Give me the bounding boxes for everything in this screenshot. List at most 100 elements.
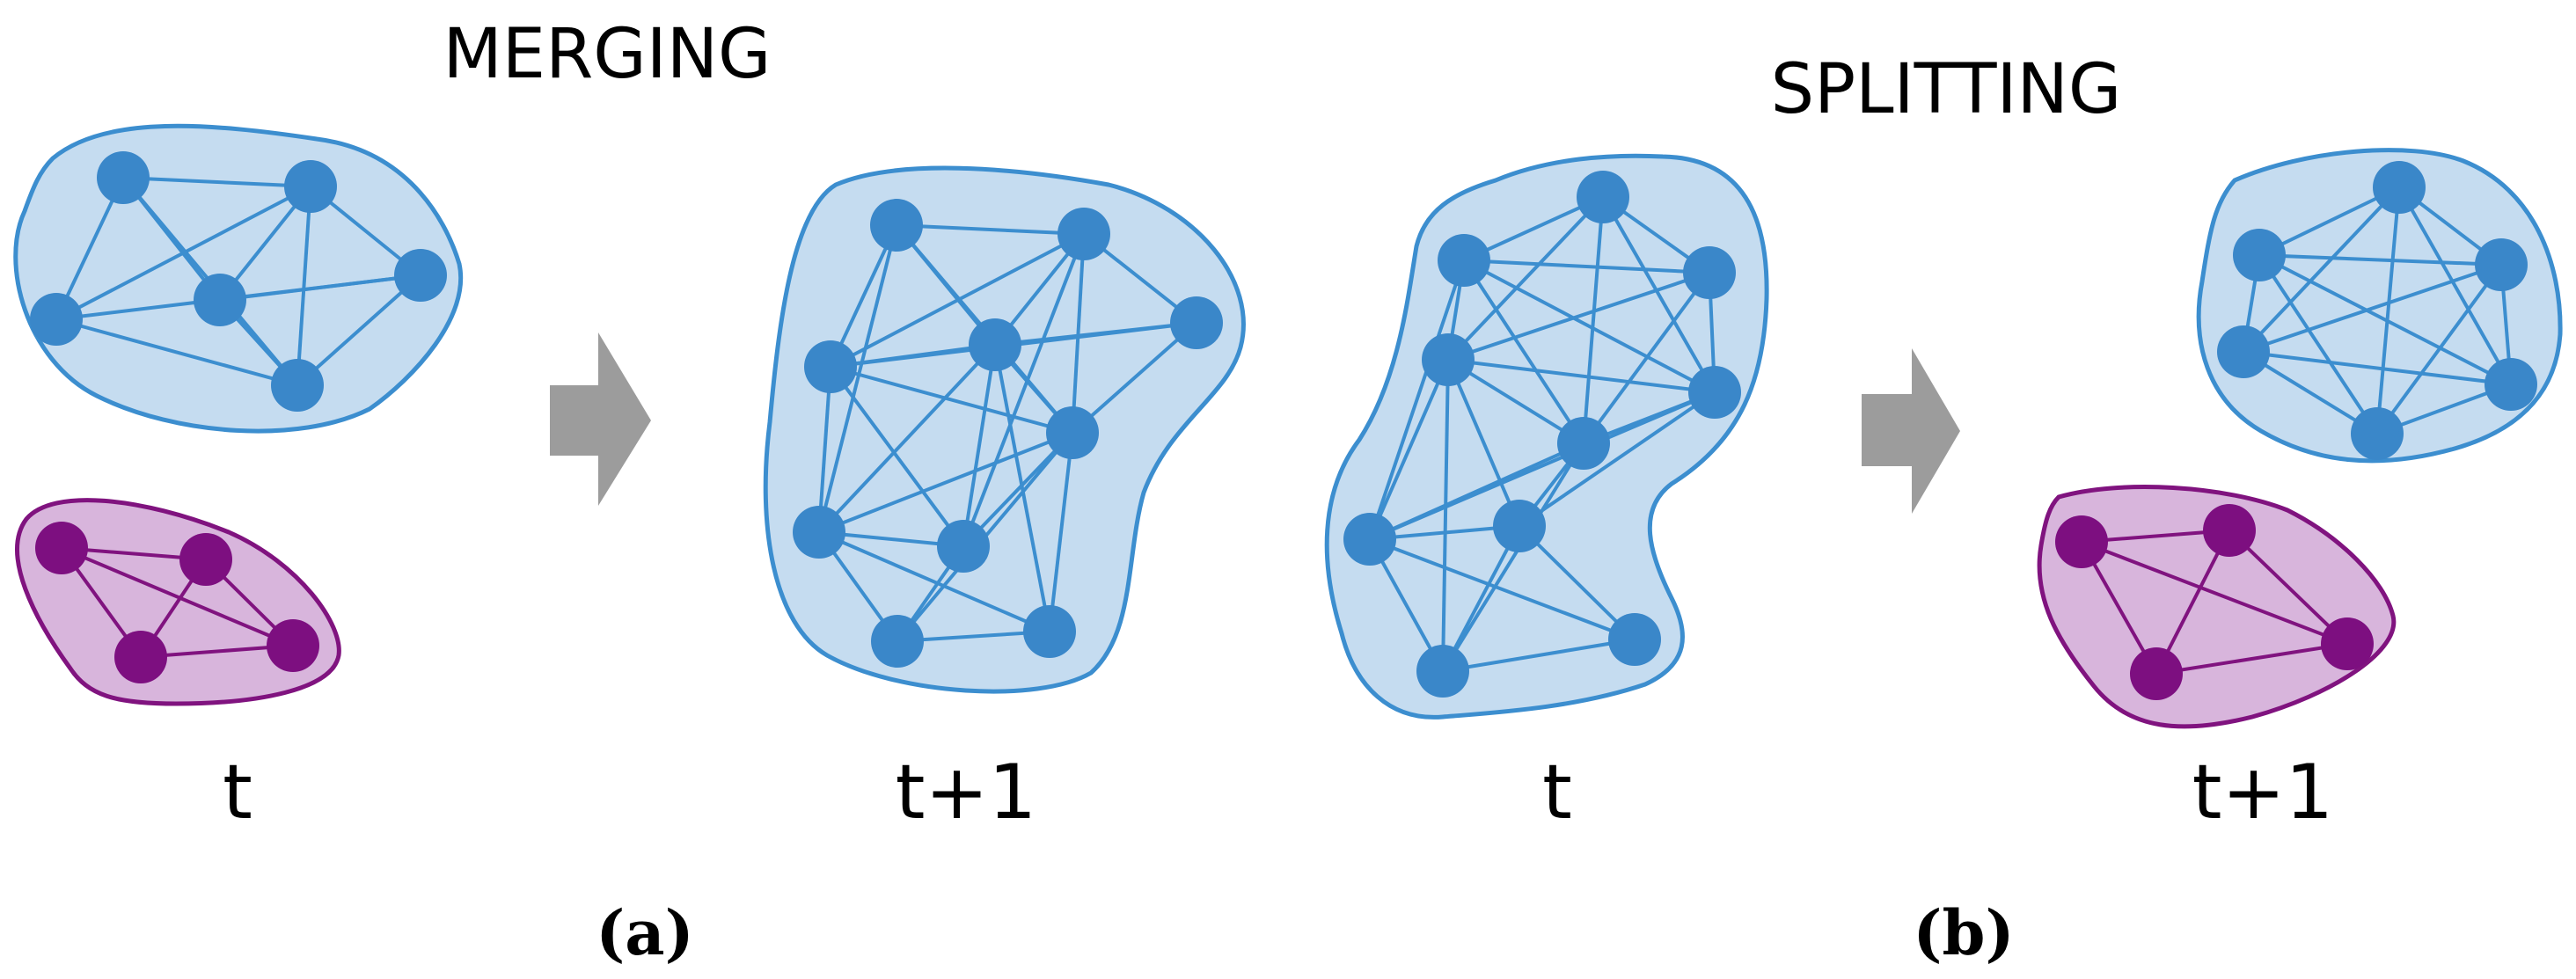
graph-node: [2321, 617, 2374, 670]
graph-node: [1688, 366, 1741, 419]
graph-edge: [1447, 271, 1710, 362]
graph-node: [1057, 208, 1110, 260]
merging-time-before: t: [223, 749, 252, 837]
graph-edge: [55, 185, 311, 321]
graph-node: [1046, 406, 1099, 459]
graph-edge: [1071, 233, 1086, 434]
graph-node: [937, 520, 990, 573]
community-hull: [1324, 153, 1769, 720]
graph-edge: [2375, 186, 2401, 435]
graph-node: [394, 249, 447, 302]
graph-edge: [1369, 537, 1636, 641]
graph-node: [2217, 325, 2270, 378]
merging-title: MERGING: [443, 15, 771, 94]
graph-node: [179, 533, 232, 586]
graph-edge: [1441, 359, 1450, 672]
graph-edge: [2375, 263, 2503, 435]
graph-node: [271, 359, 324, 412]
graph-edge: [1601, 196, 1716, 393]
graph-edge: [1446, 358, 1585, 445]
graph-edge: [1441, 442, 1585, 673]
graph-edge: [1518, 391, 1716, 528]
graph-edge: [296, 274, 422, 387]
graph-edge: [994, 321, 1197, 347]
graph-node: [30, 293, 83, 346]
graph-edge: [2258, 253, 2512, 386]
graph-edge: [1518, 524, 1636, 641]
graph-node: [1023, 605, 1076, 658]
graph-edge: [2243, 350, 2512, 386]
graph-edge: [2258, 253, 2502, 267]
graph-edge: [1446, 359, 1521, 527]
graph-edge: [830, 232, 1085, 369]
graph-edge: [2081, 540, 2348, 646]
graph-node: [2351, 407, 2404, 460]
splitting-time-before: t: [1542, 749, 1572, 837]
caption-a: (a): [596, 896, 694, 969]
graph-edge: [1582, 196, 1605, 444]
graph-edge: [1368, 259, 1466, 540]
graph-node: [969, 318, 1021, 371]
graph-edge: [993, 344, 1051, 632]
graph-node: [1493, 500, 1546, 552]
graph-edge: [296, 186, 312, 386]
transition-arrow-merge: [550, 332, 651, 506]
graph-edge: [1463, 259, 1716, 394]
graph-edge: [896, 223, 1085, 236]
graph-node: [1438, 234, 1490, 287]
graph-edge: [1441, 525, 1521, 672]
graph-node: [793, 506, 845, 559]
graph-node: [804, 340, 857, 393]
graph-edge: [817, 366, 832, 533]
graph-edge: [2242, 186, 2401, 354]
graph-node: [2373, 161, 2426, 214]
graph-node: [194, 274, 246, 326]
graph-node: [1170, 296, 1223, 349]
merging-time-after: t+1: [896, 749, 1037, 837]
community-hull: [2037, 485, 2397, 729]
graph-node: [1343, 513, 1396, 566]
graph-node: [1608, 613, 1661, 666]
graph-edge: [1447, 358, 1716, 394]
graph-edge: [1446, 195, 1605, 362]
transition-arrow-split: [1862, 348, 1960, 514]
graph-node: [1422, 333, 1475, 386]
graph-node: [870, 199, 923, 252]
graph-edge: [1369, 442, 1584, 541]
graph-node: [114, 631, 167, 683]
graph-edge: [2155, 642, 2348, 676]
graph-edge: [817, 343, 997, 534]
graph-edge: [1462, 259, 1585, 445]
graph-edge: [122, 176, 311, 188]
graph-node: [2055, 515, 2108, 568]
graph-node: [1683, 246, 1736, 299]
graph-node: [2203, 504, 2256, 557]
graph-edge: [2228, 529, 2349, 646]
graph-edge: [829, 365, 965, 548]
graph-node: [2130, 647, 2183, 700]
splitting-time-after: t+1: [2192, 749, 2334, 837]
graph-node: [2485, 358, 2537, 411]
graph-edge: [1463, 259, 1710, 274]
graph-node: [284, 160, 337, 213]
graph-node: [267, 619, 319, 672]
graph-node: [35, 522, 88, 574]
graph-edge: [2155, 530, 2231, 675]
graph-node: [1577, 171, 1629, 223]
graph-edge: [1048, 432, 1074, 632]
graph-edge: [962, 344, 997, 547]
graph-edge: [61, 546, 294, 647]
splitting-title: SPLITTING: [1771, 50, 2122, 129]
graph-edge: [818, 431, 1073, 534]
graph-edge: [2397, 186, 2513, 385]
graph-edge: [830, 343, 996, 369]
graph-edge: [818, 530, 1050, 633]
graph-edge: [1582, 271, 1711, 445]
graph-node: [97, 151, 150, 204]
caption-b: (b): [1913, 896, 2014, 969]
graph-node: [871, 615, 924, 668]
graph-edge: [1071, 321, 1198, 435]
graph-node: [2475, 238, 2528, 291]
graph-edge: [962, 233, 1086, 547]
